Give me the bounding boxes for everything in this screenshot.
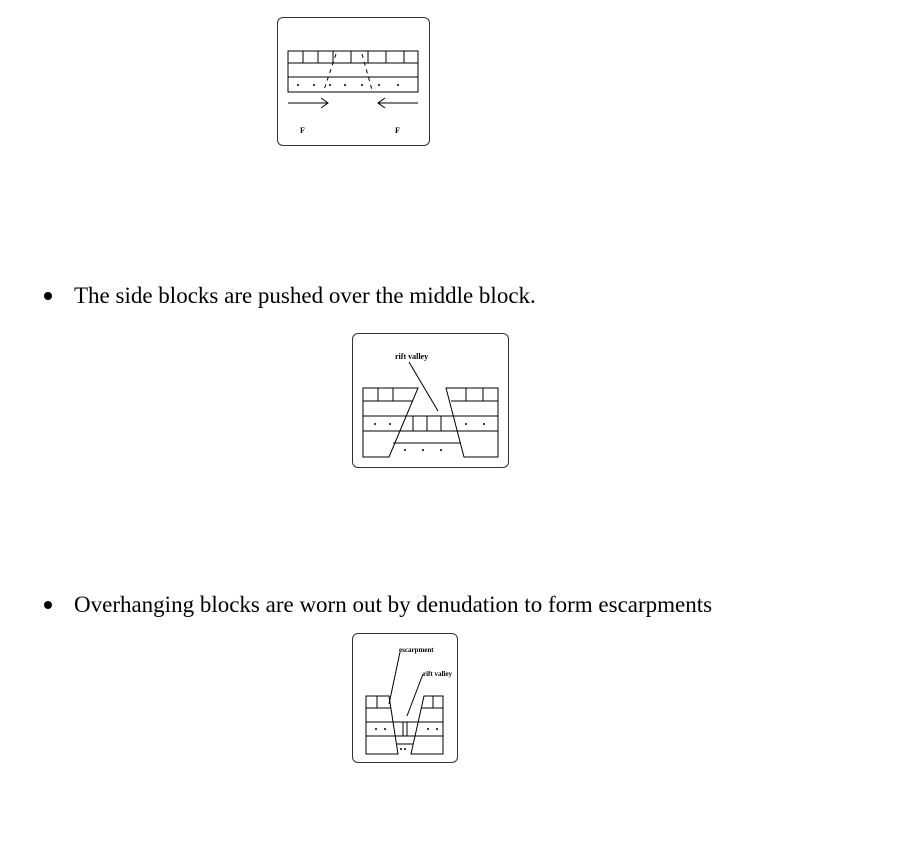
figure-rift-valley: rift valley [352, 333, 509, 468]
arrow-right-icon [288, 97, 329, 109]
rift-valley-diagram: rift valley [362, 352, 499, 458]
arrow-left-icon [377, 97, 418, 109]
force-label-right: F [395, 126, 400, 135]
rift-valley-label: rift valley [395, 352, 428, 361]
force-label-left: F [300, 126, 305, 135]
compression-diagram: F F [287, 50, 419, 135]
figure-compression-forces: F F [277, 17, 430, 146]
figure-escarpment: escarpment rift valley [352, 633, 458, 763]
rift-valley-label: rift valley [423, 670, 452, 678]
bullet-item: The side blocks are pushed over the midd… [44, 283, 536, 309]
bullet-text: Overhanging blocks are worn out by denud… [74, 592, 713, 617]
bullet-item: Overhanging blocks are worn out by denud… [44, 592, 712, 618]
escarpment-diagram: escarpment rift valley [365, 646, 452, 755]
bullet-icon [44, 291, 52, 300]
escarpment-label: escarpment [399, 646, 434, 654]
bullet-icon [44, 600, 52, 609]
fault-line-right [361, 53, 373, 91]
fault-line-left [323, 53, 337, 91]
bullet-text: The side blocks are pushed over the midd… [74, 283, 536, 308]
